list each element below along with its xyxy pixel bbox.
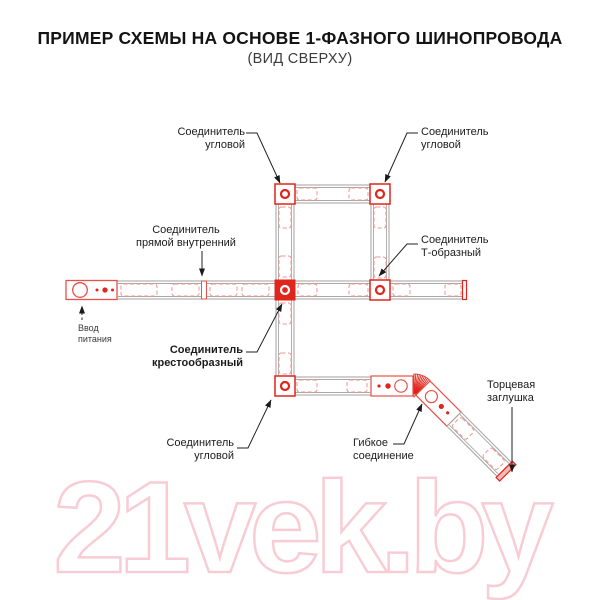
leader-lines [79,132,515,473]
label-corner-top-left: Соединитель угловой [177,126,245,151]
diagonal-branch [415,380,517,482]
watermark-21vek: 21vek.by [52,454,555,600]
leader-cross [246,303,283,353]
page-subtitle: (ВИД СВЕРХУ) [247,51,353,67]
connector-straight-internal [201,280,207,300]
flexible-piece-start [370,375,414,397]
page-title: ПРИМЕР СХЕМЫ НА ОСНОВЕ 1-ФАЗНОГО ШИНОПРО… [37,28,563,48]
connector-cross [274,279,296,301]
label-straight-internal: Соединитель прямой внутренний [136,224,236,249]
label-power-input: Ввод питания [78,323,112,345]
leader-corner-top-left [246,132,281,184]
label-corner-bottom: Соединитель угловой [166,437,234,462]
label-flexible: Гибкое соединение [353,437,414,462]
connector-corner-top-left [274,183,296,205]
track-coupling-marks [120,187,462,393]
connector-corner-top-right [369,183,391,205]
label-cross-shaped: Соединитель крестообразный [151,344,243,369]
power-input-unit [65,279,118,301]
label-t-shaped: Соединитель Т-образный [421,234,489,259]
power-input-circle-icon [72,282,88,298]
label-end-cap: Торцевая заглушка [487,379,536,404]
connector-corner-bottom [274,375,296,397]
leader-corner-bottom [237,399,272,449]
label-corner-top-right: Соединитель угловой [421,126,489,151]
track-main-end-bar [461,279,468,301]
leader-flexible [393,403,423,445]
leader-corner-top-right [384,132,418,183]
connector-t-shaped [369,279,391,301]
leader-t-shaped [378,243,418,277]
